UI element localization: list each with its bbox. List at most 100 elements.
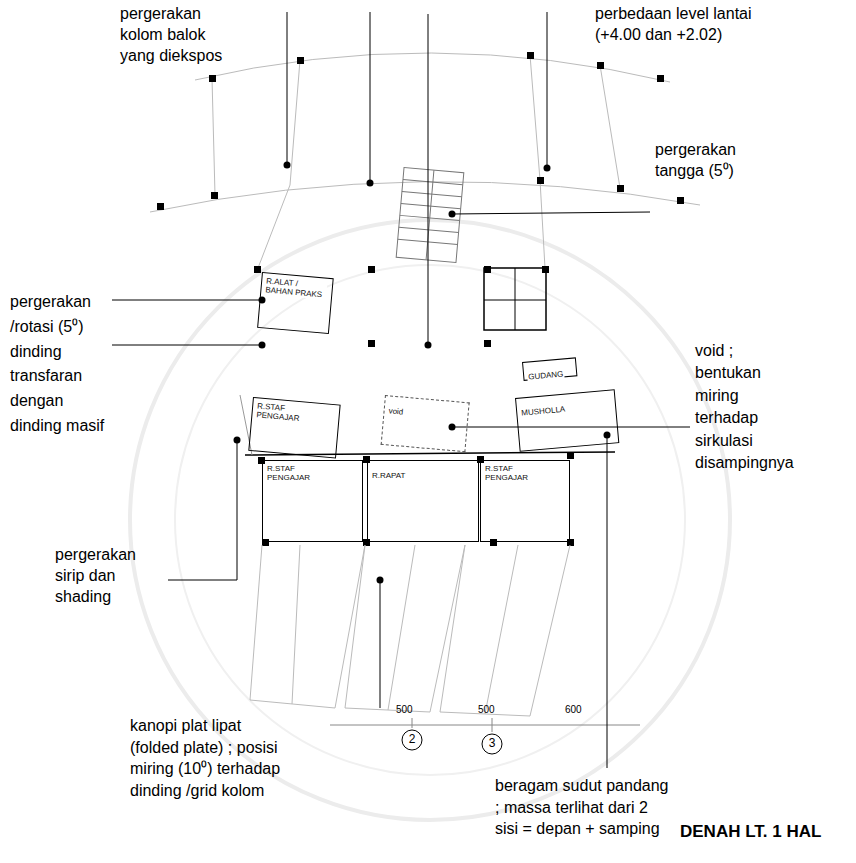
leader-dot xyxy=(377,577,384,584)
room-name: GUDANG xyxy=(527,369,565,381)
stair-rail xyxy=(426,170,434,260)
grid-line xyxy=(540,180,545,268)
leader-dot xyxy=(367,180,374,187)
leader-line xyxy=(237,440,238,580)
grid-line xyxy=(258,185,290,268)
column xyxy=(211,192,218,199)
room-outline xyxy=(484,268,546,330)
stair-step xyxy=(403,180,463,185)
watermark-seal xyxy=(130,220,730,820)
column xyxy=(527,52,534,59)
leader-line xyxy=(168,580,237,581)
leader-line xyxy=(370,12,371,183)
leader-dot xyxy=(284,162,291,169)
column xyxy=(490,539,497,546)
column-group xyxy=(157,52,684,546)
grid-line xyxy=(212,78,215,195)
canopy-fold xyxy=(485,545,518,714)
canopy-plate xyxy=(345,545,465,712)
room-box: R.STAF PENGAJAR xyxy=(262,460,363,542)
canopy-fold xyxy=(388,545,415,710)
stair-step xyxy=(402,191,462,196)
column xyxy=(484,266,491,273)
column xyxy=(262,539,269,546)
room-name: MUSHOLLA xyxy=(520,405,567,418)
room-box: R.STAF PENGAJAR xyxy=(480,460,570,542)
canopy-fold xyxy=(292,545,300,704)
room-box: void xyxy=(381,395,470,452)
column xyxy=(484,340,491,347)
annotation: kanopi plat lipat (folded plate) ; posis… xyxy=(130,715,282,801)
grid-number: 3 xyxy=(489,737,496,750)
room-box: MUSHOLLA xyxy=(515,389,619,452)
leader-line xyxy=(547,12,548,168)
stair-step xyxy=(399,227,459,232)
leader-dot xyxy=(604,432,611,439)
room-name: R.RAPAT xyxy=(371,471,406,480)
leader-dot xyxy=(425,342,432,349)
column xyxy=(368,340,375,347)
leader-dots xyxy=(234,162,611,584)
room-box: R.RAPAT xyxy=(367,460,479,542)
dimension-line xyxy=(330,718,640,754)
grid-line xyxy=(530,55,540,180)
leader-line xyxy=(452,427,690,428)
room-name: R.STAF PENGAJAR xyxy=(484,464,541,482)
leader-line xyxy=(112,345,262,346)
annotation: pergerakan sirip dan shading xyxy=(55,545,165,607)
column xyxy=(657,75,664,82)
column xyxy=(254,266,261,273)
room-box: R.ALAT / BAHAN PRAKS xyxy=(257,272,334,334)
grid-line xyxy=(600,65,620,188)
leader-line xyxy=(287,12,288,165)
wall xyxy=(515,268,516,330)
column xyxy=(597,62,604,69)
leader-line xyxy=(452,212,650,214)
watermark-seal xyxy=(175,265,685,775)
glass-wall xyxy=(240,395,252,455)
column xyxy=(297,57,304,64)
column xyxy=(209,75,216,82)
dimension-line xyxy=(330,725,640,726)
leader-dot xyxy=(449,424,456,431)
dimension-text: 600 xyxy=(565,704,582,715)
leader-line xyxy=(112,300,262,301)
leader-dot xyxy=(234,437,241,444)
stair xyxy=(396,168,464,263)
annotation: perbedaan level lantai (+4.00 dan +2.02) xyxy=(595,4,755,46)
wall xyxy=(245,452,615,455)
stair-outline xyxy=(396,168,464,263)
folded-plate-canopy xyxy=(250,545,570,716)
grid-line xyxy=(290,60,300,185)
room-name: R.ALAT / BAHAN PRAKS xyxy=(264,276,327,300)
leader-dot xyxy=(544,165,551,172)
annotation: beragam sudut pandang ; massa terlihat d… xyxy=(495,775,673,840)
leader-line xyxy=(380,580,381,708)
canopy-plate xyxy=(440,545,570,716)
room-box: GUDANG xyxy=(522,357,577,381)
room-name: R.STAF PENGAJAR xyxy=(255,401,313,424)
stair-step xyxy=(401,203,461,208)
room-name: R.STAF PENGAJAR xyxy=(266,464,323,482)
tick xyxy=(412,718,413,728)
leader-dot xyxy=(259,297,266,304)
column xyxy=(567,539,574,546)
grid-arc xyxy=(195,53,670,82)
grid-number: 2 xyxy=(409,733,416,746)
dimension-text: 500 xyxy=(396,704,413,715)
column xyxy=(368,266,375,273)
dimension-text: 500 xyxy=(478,704,495,715)
grid-arc xyxy=(150,182,700,212)
annotation: pergerakan kolom balok yang diekspos xyxy=(120,4,238,66)
room-name: void xyxy=(387,406,404,417)
leader-dot xyxy=(449,211,456,218)
leader-dot xyxy=(259,342,266,349)
annotation: void ; bentukan miring terhadap sirkulas… xyxy=(695,340,795,474)
leader-line xyxy=(607,435,608,768)
grid-bubble xyxy=(402,730,422,750)
column xyxy=(617,185,624,192)
column xyxy=(157,203,164,210)
leader-lines xyxy=(112,12,690,768)
